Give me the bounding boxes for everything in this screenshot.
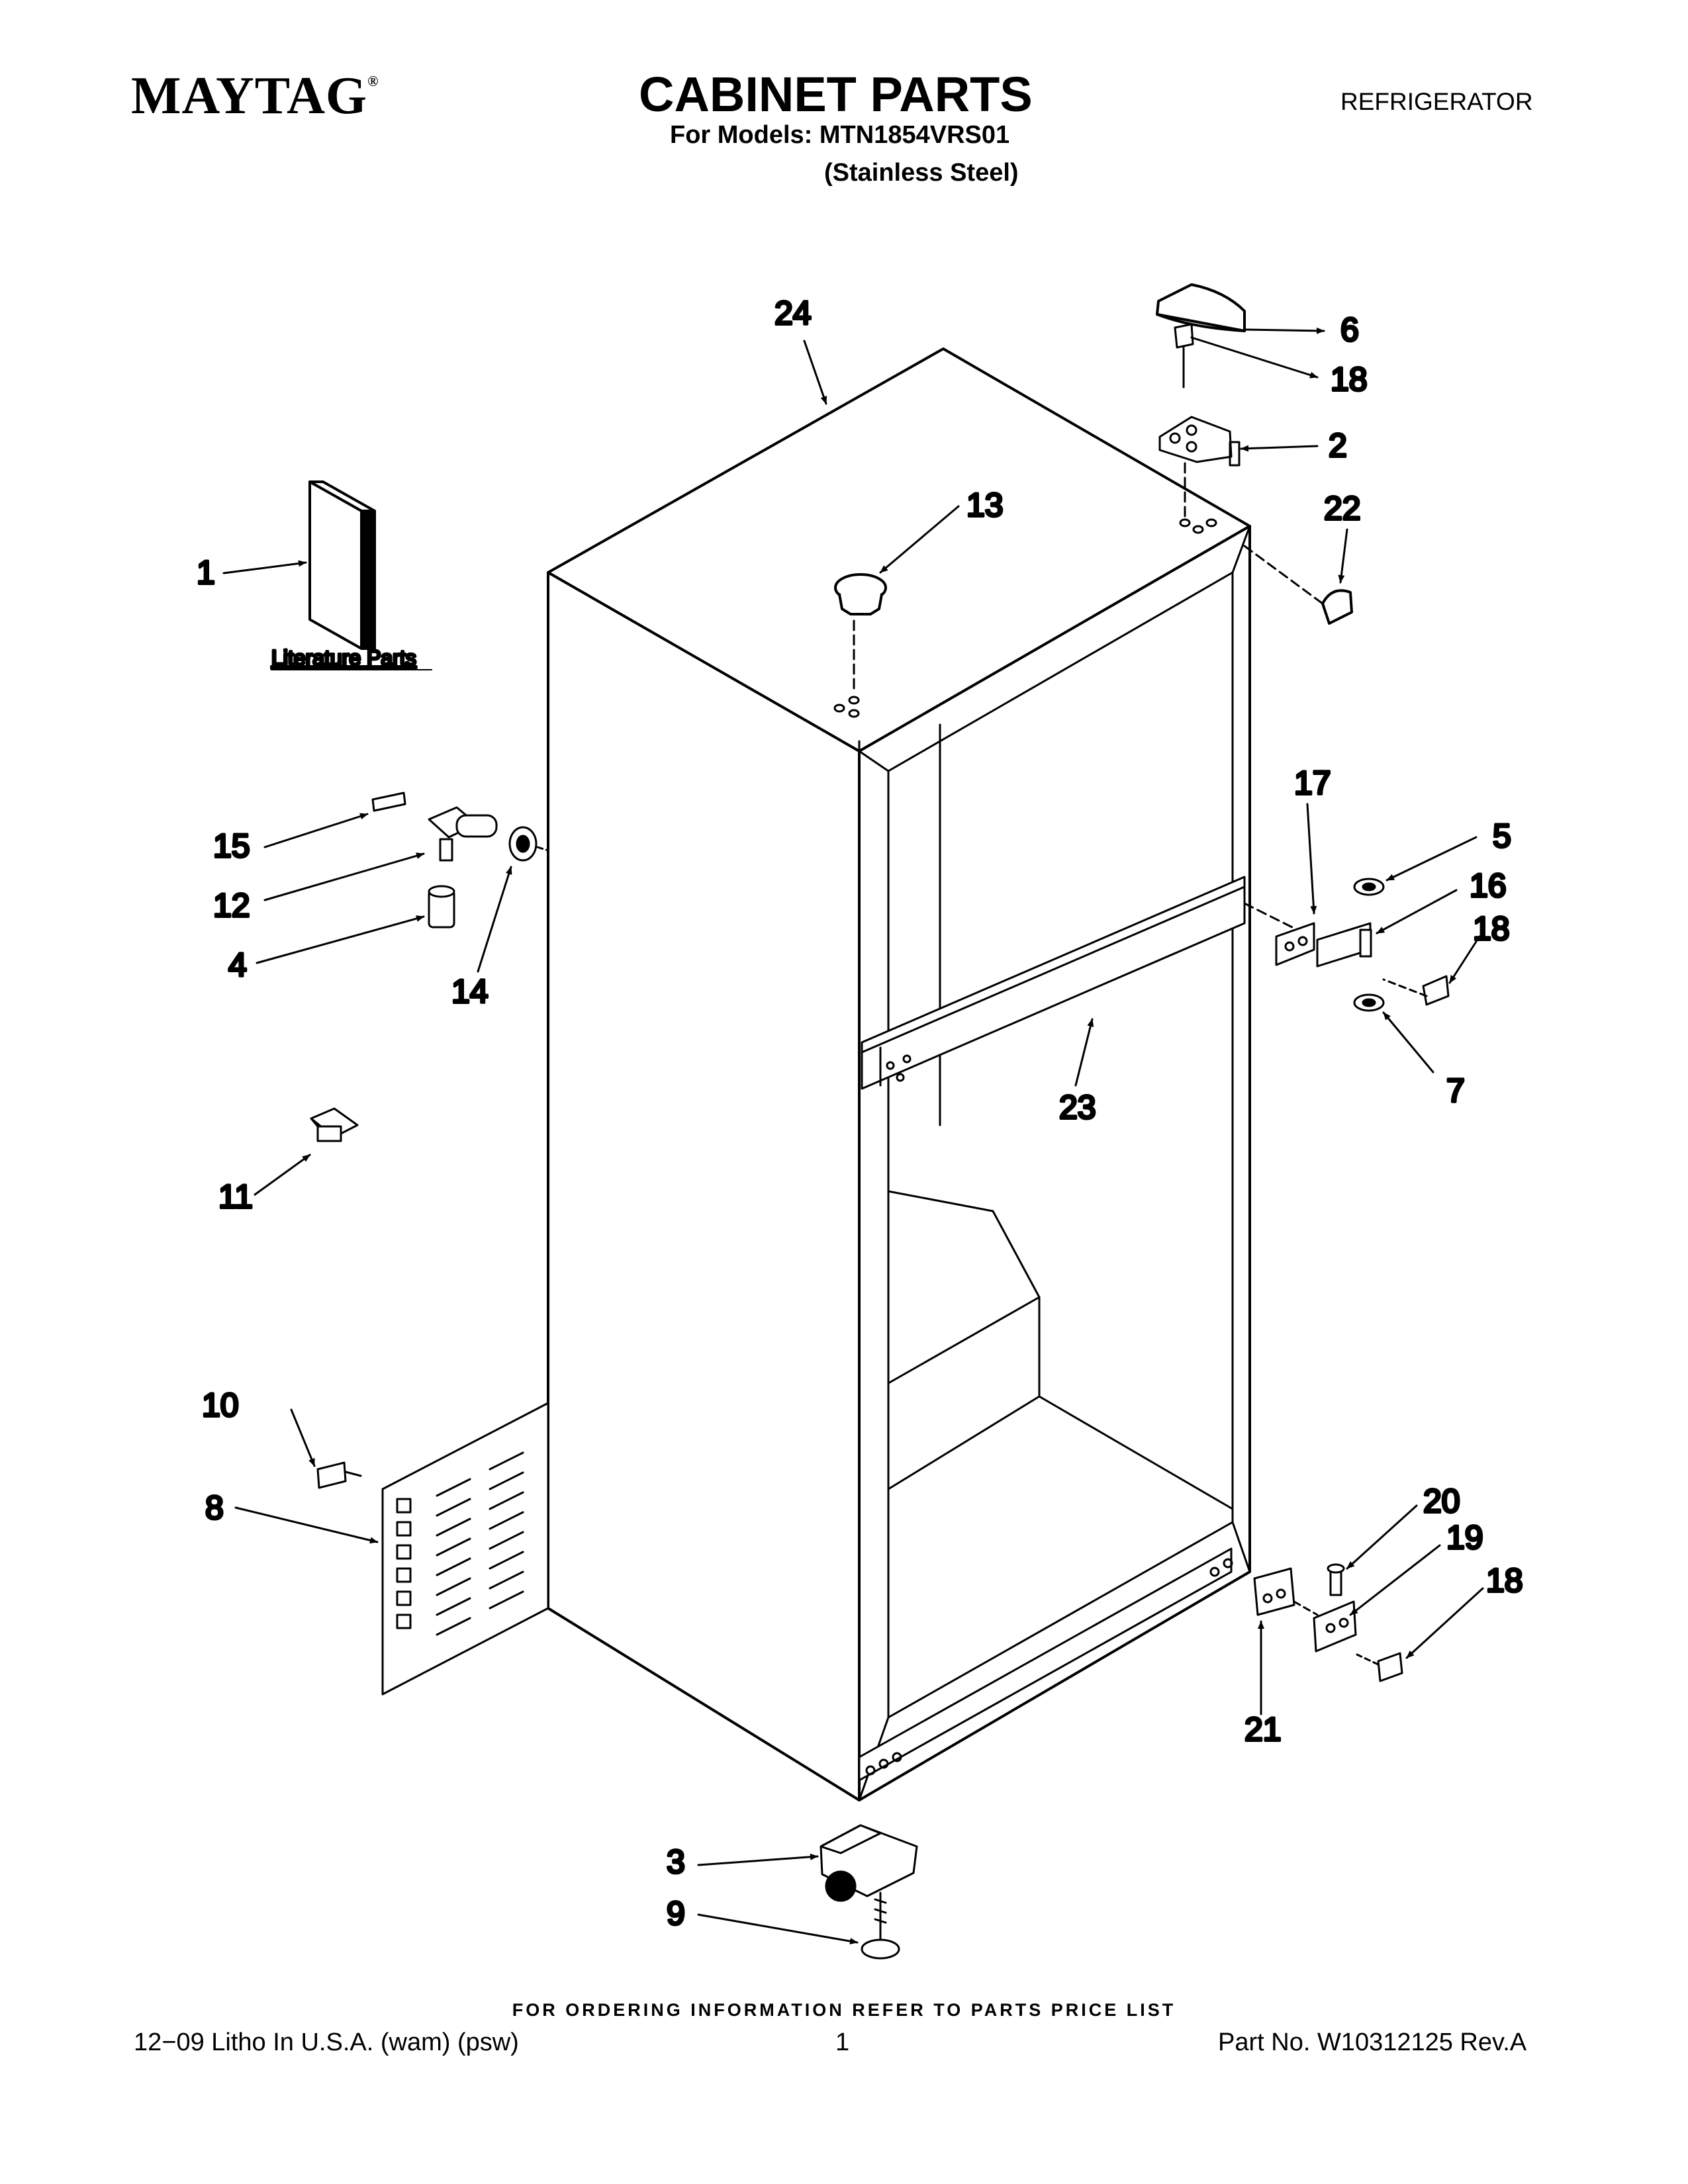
callout-17: 17 xyxy=(1294,764,1331,801)
callout-2: 2 xyxy=(1329,427,1347,464)
bottom-hinge-assembly xyxy=(1253,1563,1403,1682)
callout-16: 16 xyxy=(1470,867,1507,904)
ordering-info: FOR ORDERING INFORMATION REFER TO PARTS … xyxy=(512,2000,1176,2020)
callout-8: 8 xyxy=(205,1489,224,1526)
callout-12: 12 xyxy=(213,887,250,924)
leader-arrows xyxy=(222,327,1484,1945)
callout-14: 14 xyxy=(451,973,489,1010)
callout-22: 22 xyxy=(1324,490,1361,527)
panel-screw xyxy=(316,1461,362,1489)
callout-24: 24 xyxy=(774,295,812,332)
literature-parts-label: Literature Parts xyxy=(271,646,416,670)
callout-23: 23 xyxy=(1059,1089,1096,1126)
callout-11: 11 xyxy=(218,1178,253,1215)
door-stop-plug xyxy=(834,573,887,690)
callout-6: 6 xyxy=(1340,311,1359,348)
page-number: 1 xyxy=(835,2028,850,2056)
top-hinge xyxy=(1158,323,1241,518)
cabinet-body xyxy=(547,347,1251,1801)
center-rail xyxy=(861,876,1246,1090)
brand-logo: MAYTAG® xyxy=(131,67,379,125)
callout-4: 4 xyxy=(228,946,247,983)
rear-access-panel xyxy=(381,1402,549,1696)
roller-and-leveling-leg xyxy=(820,1824,918,1960)
callout-9: 9 xyxy=(667,1895,685,1932)
product-category: REFRIGERATOR xyxy=(1340,88,1533,115)
model-number: For Models: MTN1854VRS01 xyxy=(670,121,1010,149)
literature-parts-booklet xyxy=(308,480,376,650)
top-hinge-cover xyxy=(1156,283,1246,332)
hinge-cap xyxy=(1243,545,1353,625)
left-hinge-pin-assembly xyxy=(371,792,549,929)
model-variant: (Stainless Steel) xyxy=(824,159,1019,187)
callout-20: 20 xyxy=(1423,1482,1460,1520)
callout-18-bottom: 18 xyxy=(1486,1562,1523,1599)
wire-clip xyxy=(310,1107,359,1142)
callout-1: 1 xyxy=(197,554,215,591)
callout-10: 10 xyxy=(202,1387,239,1424)
callout-13: 13 xyxy=(966,486,1004,523)
callout-3: 3 xyxy=(667,1843,685,1880)
callout-19: 19 xyxy=(1446,1519,1483,1556)
page-title: CABINET PARTS xyxy=(639,67,1033,122)
callout-5: 5 xyxy=(1493,817,1511,854)
callout-18-middle: 18 xyxy=(1473,910,1510,947)
callout-21: 21 xyxy=(1244,1711,1282,1748)
litho-info: 12−09 Litho In U.S.A. (wam) (psw) xyxy=(134,2028,519,2056)
center-hinge-assembly xyxy=(1243,878,1450,1012)
part-number: Part No. W10312125 Rev.A xyxy=(1218,2028,1527,2056)
callout-18-top: 18 xyxy=(1331,361,1368,398)
callout-7: 7 xyxy=(1446,1072,1465,1109)
callout-15: 15 xyxy=(213,827,250,864)
